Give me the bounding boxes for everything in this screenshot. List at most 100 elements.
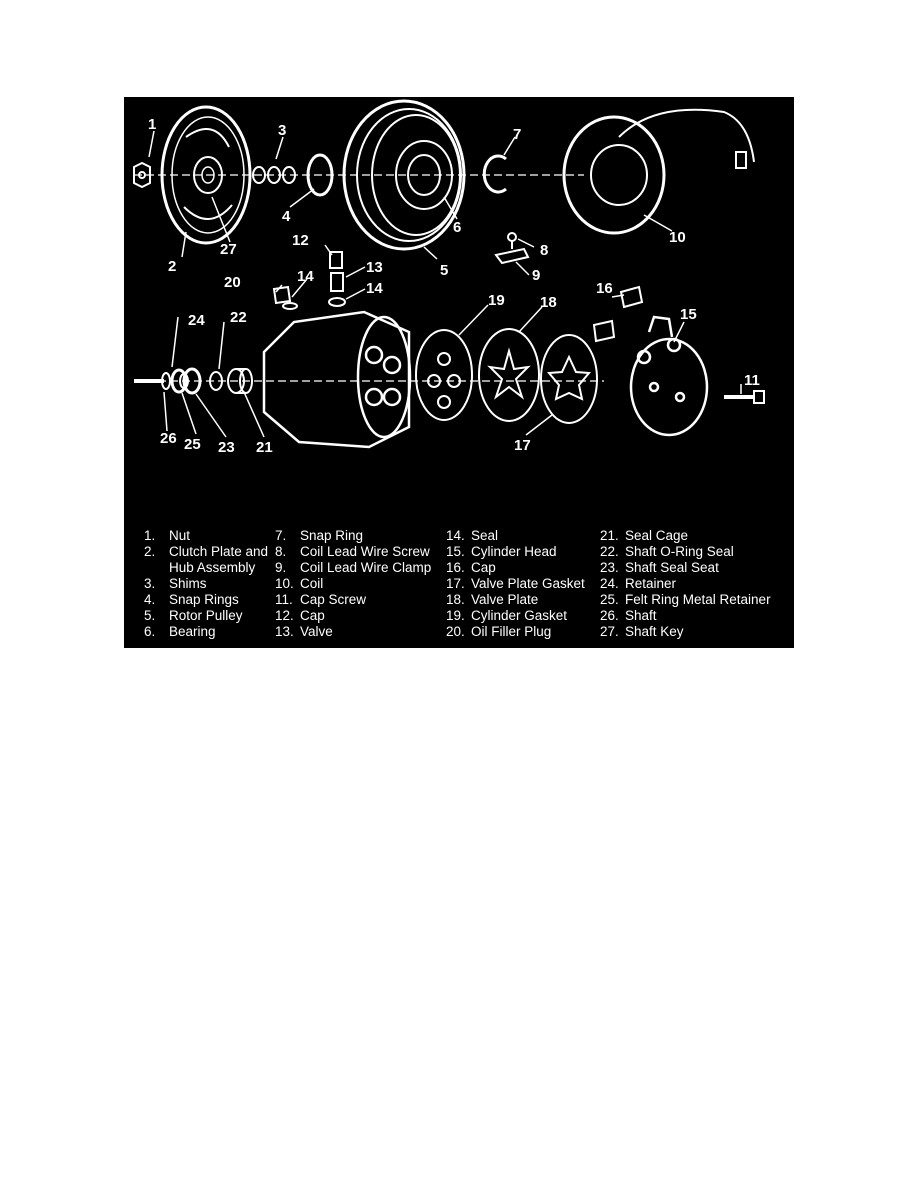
legend-item: 19. Cylinder Gasket: [446, 608, 567, 624]
legend-item-label: Coil Lead Wire Clamp: [300, 560, 432, 575]
legend-item-number: 12.: [275, 608, 294, 623]
legend-item-number: 10.: [275, 576, 294, 591]
legend-item-label: Cylinder Head: [471, 544, 557, 559]
callout-27: 27: [220, 241, 237, 258]
legend-item: 2.Clutch Plate and: [144, 544, 268, 560]
callout-22: 22: [230, 309, 247, 326]
callout-11: 11: [744, 372, 760, 389]
legend-item-number: 15.: [446, 544, 465, 559]
legend-item-label: Cap: [300, 608, 325, 623]
legend-item: 7. Snap Ring: [275, 528, 363, 544]
callout-17: 17: [514, 437, 531, 454]
part-coil: [562, 108, 755, 235]
legend-item-label: Hub Assembly: [169, 560, 256, 575]
part-coil-lead-wire-screw: [507, 232, 517, 249]
legend-item-number: 22.: [600, 544, 619, 559]
part-cap-screw: [724, 390, 765, 404]
legend-item: 4.Snap Rings: [144, 592, 239, 608]
legend-item-label: Seal: [471, 528, 499, 543]
legend-item-label: Nut: [169, 528, 191, 543]
part-shaft-o-ring-seal: [209, 371, 223, 391]
legend-item-number: 5.: [144, 608, 156, 623]
part-coil-lead-wire-clamp: [494, 247, 530, 265]
exploded-view-drawing: 1 2 3 4 5 6 7 8 9 10 11 12 13 14 14 15 1…: [133, 99, 765, 456]
legend-item-label: Shaft Seal Seat: [625, 560, 719, 575]
legend-item-label: Valve: [300, 624, 333, 639]
legend-item-number: 26.: [600, 608, 619, 623]
callout-16: 16: [596, 280, 613, 297]
callout-24: 24: [188, 312, 205, 329]
legend-item-label: Rotor Pulley: [169, 608, 243, 623]
legend-item-number: 3.: [144, 576, 156, 591]
legend-item: 20. Oil Filler Plug: [446, 624, 551, 640]
legend-item: Hub Assembly: [144, 560, 255, 576]
callout-18: 18: [540, 294, 557, 311]
legend-item: 16. Cap: [446, 560, 496, 576]
legend-item-number: 7.: [275, 528, 287, 543]
legend-item: 23. Shaft Seal Seat: [600, 560, 719, 576]
legend-item-number: 17.: [446, 576, 465, 591]
legend-item-label: Coil: [300, 576, 324, 591]
callout-1: 1: [148, 116, 156, 133]
callout-26: 26: [160, 430, 177, 447]
legend-item-number: 25.: [600, 592, 619, 607]
callout-9: 9: [532, 267, 540, 284]
part-snap-rings: [306, 153, 334, 197]
part-cylinder-gasket: [415, 329, 473, 421]
legend-item-label: Snap Ring: [300, 528, 364, 543]
legend-item: 5. Rotor Pulley: [144, 608, 243, 624]
part-snap-ring: [482, 154, 507, 194]
callout-14b: 14: [366, 280, 383, 297]
legend-item: 3. Shims: [144, 576, 207, 592]
legend-item-label: Felt Ring Metal Retainer: [625, 592, 771, 607]
legend-item-number: 14.: [446, 528, 465, 543]
legend-item-label: Seal Cage: [625, 528, 689, 543]
legend-item-number: 6.: [144, 624, 156, 639]
legend-item: 15. Cylinder Head: [446, 544, 557, 560]
legend-item-label: Valve Plate: [471, 592, 539, 607]
exploded-view-figure: 1 2 3 4 5 6 7 8 9 10 11 12 13 14 14 15 1…: [124, 97, 794, 648]
legend-item-number: 24.: [600, 576, 619, 591]
legend-item-label: Retainer: [625, 576, 677, 591]
legend-item: 10. Coil: [275, 576, 323, 592]
callout-14: 14: [297, 268, 314, 285]
legend-item-label: Cylinder Gasket: [471, 608, 568, 623]
legend-item-number: 23.: [600, 560, 619, 575]
legend-item-label: Coil Lead Wire Screw: [300, 544, 430, 559]
part-seal-2: [282, 302, 298, 310]
legend-item-label: Shaft: [625, 608, 657, 623]
legend-item-number: 9.: [275, 560, 287, 575]
legend-item: 21. Seal Cage: [600, 528, 688, 544]
legend-item-number: 16.: [446, 560, 465, 575]
legend-item-number: 27.: [600, 624, 619, 639]
part-nut: [133, 161, 151, 189]
legend-item: 1.Nut: [144, 528, 190, 544]
callout-8: 8: [540, 242, 548, 259]
callout-21: 21: [256, 439, 273, 456]
legend-item-number: 20.: [446, 624, 465, 639]
legend-item-number: 11.: [275, 592, 293, 607]
legend-item-number: 21.: [600, 528, 619, 543]
legend-item-number: 19.: [446, 608, 465, 623]
legend-item: 14. Seal: [446, 528, 498, 544]
legend-item: 22.Shaft O-Ring Seal: [600, 544, 734, 560]
callout-2: 2: [168, 258, 176, 275]
legend-item: 12. Cap: [275, 608, 325, 624]
legend-item-number: 13.: [275, 624, 294, 639]
part-compressor-body: [262, 310, 412, 449]
callout-20: 20: [224, 274, 241, 291]
legend-item-label: Oil Filler Plug: [471, 624, 552, 639]
legend-item-label: Snap Rings: [169, 592, 239, 607]
part-felt-ring-metal-retainer: [170, 368, 188, 394]
part-cylinder-head: [629, 315, 709, 437]
legend-item-number: 2.: [144, 544, 156, 559]
part-cap: [329, 251, 343, 269]
legend-item-label: Cap: [471, 560, 496, 575]
callout-12: 12: [292, 232, 309, 249]
part-seal: [328, 297, 346, 307]
part-valve-plate-gasket: [540, 334, 598, 424]
callout-5: 5: [440, 262, 448, 279]
part-caps: [592, 285, 644, 343]
legend-item-label: Shims: [169, 576, 207, 591]
legend-item-label: Valve Plate Gasket: [471, 576, 585, 591]
